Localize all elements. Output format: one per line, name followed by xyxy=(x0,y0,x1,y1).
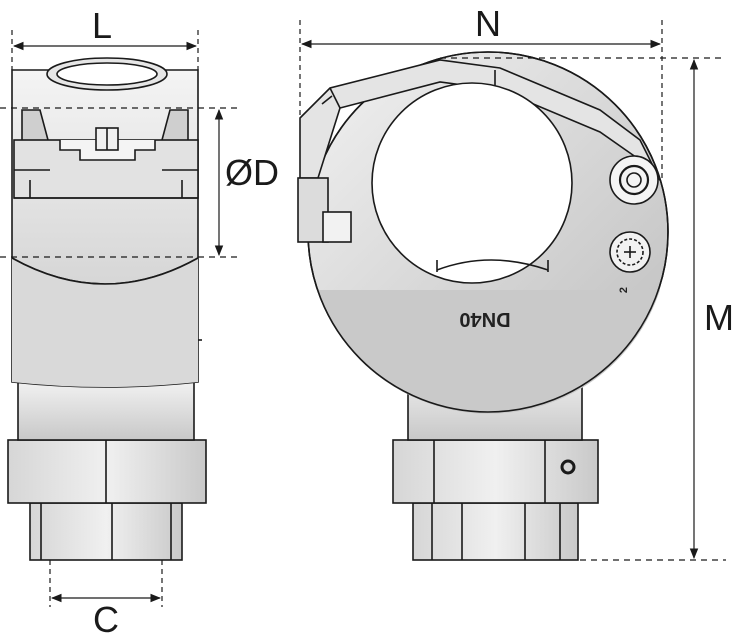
side-view xyxy=(7,57,207,561)
dim-L-label: L xyxy=(92,5,112,46)
front-collar-hole xyxy=(560,459,576,475)
front-lower-nut xyxy=(412,502,579,561)
side-dimensions xyxy=(0,30,240,607)
dim-M-label: M xyxy=(704,297,734,338)
size-marking: DN40 xyxy=(459,308,510,330)
dim-D-label: ØD xyxy=(225,152,279,193)
side-lower-nut xyxy=(29,502,183,561)
front-pivot-bolt xyxy=(609,155,659,205)
front-view xyxy=(297,51,669,561)
dim-N-label: N xyxy=(475,3,501,44)
side-upper-collar xyxy=(7,439,207,504)
dim-C-label: C xyxy=(93,599,119,639)
indicator-marking: 2 xyxy=(618,287,630,293)
side-stem xyxy=(17,377,195,441)
front-bore xyxy=(371,82,573,284)
front-dimensions xyxy=(299,20,726,561)
